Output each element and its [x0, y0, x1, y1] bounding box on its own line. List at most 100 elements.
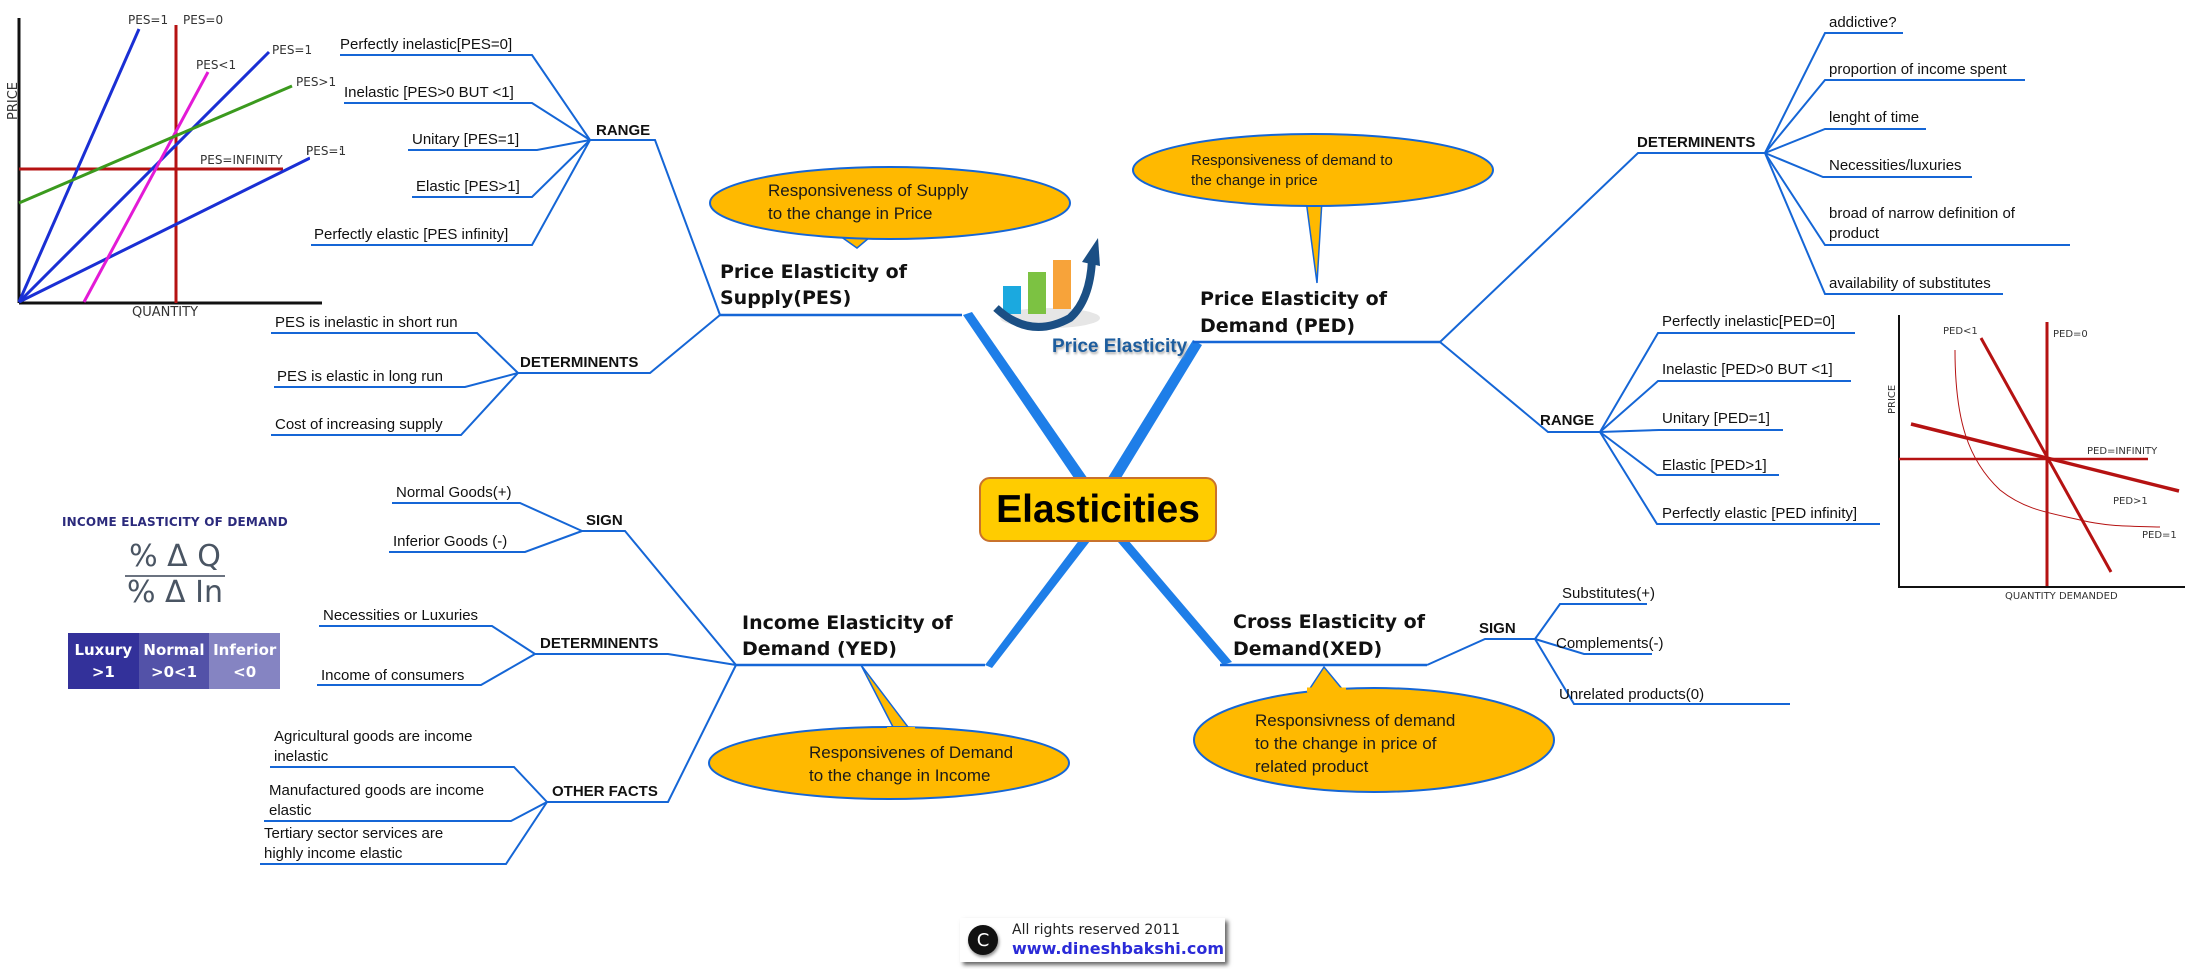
spoke-ped	[1106, 340, 1202, 483]
ped-range-item: Elastic [PED>1]	[1662, 457, 1767, 474]
ped-graph-label: PED=INFINITY	[2087, 446, 2158, 457]
pes-curve-elastic	[18, 84, 293, 205]
ped-range-label: RANGE	[1540, 412, 1594, 429]
xed-title-line2: Demand(XED)	[1233, 638, 1382, 660]
pes-graph-label: PES=1	[272, 43, 312, 57]
pes-curve-unitary-mid	[17, 50, 271, 304]
yed-class-cell: Luxury >1	[68, 633, 139, 689]
central-topic[interactable]: Elasticities	[979, 477, 1217, 542]
yed-formula-panel: INCOME ELASTICITY OF DEMAND % Δ Q % Δ In…	[60, 515, 290, 689]
yed-class-cell: Normal >0<1	[138, 633, 210, 689]
yed-other-facts-label: OTHER FACTS	[552, 783, 658, 800]
ped-range-item: Perfectly elastic [PED infinity]	[1662, 505, 1857, 522]
ped-connectors	[1193, 32, 2070, 525]
pes-determinant-item: Cost of increasing supply	[275, 416, 443, 433]
ped-title-line2: Demand (PED)	[1200, 315, 1355, 337]
pes-range-item: Perfectly inelastic[PES=0]	[340, 36, 512, 53]
rising-bar-chart-icon	[993, 238, 1100, 331]
ped-graph-label: PED=1	[2142, 530, 2177, 541]
pes-curve-inelastic	[82, 71, 210, 303]
copyright-icon: C	[968, 925, 998, 955]
yed-fact-item: Manufactured goods are income	[269, 782, 484, 799]
ped-curve-elastic	[1910, 422, 2180, 493]
spoke-pes	[963, 312, 1090, 484]
xed-bubble-line2: to the change in price of	[1255, 734, 1437, 753]
yed-class-name: Normal	[143, 641, 205, 659]
yed-formula-denominator: % Δ In	[127, 575, 223, 610]
central-spokes	[963, 312, 1232, 668]
yed-sign-item: Inferior Goods (-)	[393, 533, 507, 550]
yed-bubble-line1: Responsivenes of Demand	[809, 743, 1013, 762]
pes-bubble: Responsiveness of Supply to the change i…	[709, 166, 1071, 249]
pes-curve-unitary-flat	[18, 156, 311, 304]
yed-class-name: Luxury	[74, 641, 133, 659]
pes-range-item: Elastic [PES>1]	[416, 178, 520, 195]
pes-range-item: Perfectly elastic [PES infinity]	[314, 226, 508, 243]
xed-bubble: Responsivness of demand to the change in…	[1193, 665, 1555, 793]
pes-y-axis-label: PRICE	[6, 82, 21, 120]
yed-title-line1: Income Elasticity of	[742, 612, 953, 634]
yed-fact-item: highly income elastic	[264, 845, 403, 862]
xed-bubble-line3: related product	[1255, 757, 1369, 776]
yed-determinant-item: Necessities or Luxuries	[323, 607, 478, 624]
ped-range-item: Unitary [PED=1]	[1662, 410, 1770, 427]
xed-sign-label: SIGN	[1479, 620, 1516, 637]
yed-bubble: Responsivenes of Demand to the change in…	[708, 664, 1070, 800]
copyright-footer: C All rights reserved 2011 www.dineshbak…	[960, 918, 1225, 962]
pes-curve-unitary-steep	[17, 28, 141, 303]
yed-bubble-line2: to the change in Income	[809, 766, 990, 785]
pes-determinant-item: PES is inelastic in short run	[275, 314, 458, 331]
yed-fact-item: inelastic	[274, 748, 329, 765]
pes-graph-label: PES<1	[196, 58, 236, 72]
xed-sign-item: Substitutes(+)	[1562, 585, 1655, 602]
ped-range-item: Inelastic [PED>0 BUT <1]	[1662, 361, 1833, 378]
ped-bubble-line2: the change in price	[1191, 172, 1318, 189]
pes-graph-label: PES=INFINITY	[200, 153, 283, 167]
xed-bubble-line1: Responsivness of demand	[1255, 711, 1455, 730]
pes-graph-label: PES=1	[128, 13, 168, 27]
ped-range-item: Perfectly inelastic[PED=0]	[1662, 313, 1835, 330]
website-link[interactable]: www.dineshbakshi.com	[1012, 939, 1225, 958]
ped-determinant-item: lenght of time	[1829, 109, 1919, 126]
rights-text: All rights reserved 2011	[1012, 922, 1181, 938]
pes-graph: PES=1 PES=0 PES<1 PES=1 PES>1 PES=INFINI…	[6, 13, 346, 320]
ped-bubble: Responsiveness of demand to the change i…	[1132, 133, 1494, 284]
logo-label: Price Elasticity	[1052, 336, 1188, 357]
yed-sign-label: SIGN	[586, 512, 623, 529]
ped-title-line1: Price Elasticity of	[1200, 288, 1388, 310]
ped-y-axis-label: PRICE	[1887, 385, 1898, 414]
yed-formula-numerator: % Δ Q	[125, 541, 225, 577]
yed-class-value: >0<1	[151, 663, 198, 681]
ped-determinant-item: addictive?	[1829, 14, 1897, 31]
ped-determinant-item: availability of substitutes	[1829, 275, 1991, 292]
yed-class-name: Inferior	[213, 641, 277, 659]
xed-title-line1: Cross Elasticity of	[1233, 611, 1426, 633]
yed-classification-table: Luxury >1 Normal >0<1 Inferior <0	[68, 633, 281, 689]
ped-graph-label: PED>1	[2113, 496, 2148, 507]
spoke-yed	[985, 539, 1090, 668]
yed-class-cell: Inferior <0	[209, 633, 281, 689]
ped-x-axis-label: QUANTITY DEMANDED	[2005, 591, 2118, 602]
ped-determinant-item: proportion of income spent	[1829, 61, 2007, 78]
pes-x-axis-label: QUANTITY	[132, 305, 198, 320]
xed-connectors	[1220, 603, 1790, 705]
ped-determinants-label: DETERMINENTS	[1637, 134, 1755, 151]
pes-range-item: Inelastic [PES>0 BUT <1]	[344, 84, 514, 101]
pes-bubble-line1: Responsiveness of Supply	[768, 181, 969, 200]
ped-curve-inelastic	[1979, 337, 2113, 573]
ped-determinant-item: Necessities/luxuries	[1829, 157, 1962, 174]
pes-bubble-line2: to the change in Price	[768, 204, 932, 223]
yed-determinants-label: DETERMINENTS	[540, 635, 658, 652]
yed-title-line2: Demand (YED)	[742, 638, 897, 660]
pes-title-line1: Price Elasticity of	[720, 261, 908, 283]
pes-range-item: Unitary [PES=1]	[412, 131, 519, 148]
yed-fact-item: Agricultural goods are income	[274, 728, 472, 745]
pes-range-label: RANGE	[596, 122, 650, 139]
pes-graph-label: PES>1	[296, 75, 336, 89]
ped-determinant-item: product	[1829, 225, 1880, 242]
spoke-xed	[1118, 540, 1232, 665]
ped-determinant-item: broad of narrow definition of	[1829, 205, 2016, 222]
yed-formula-title: INCOME ELASTICITY OF DEMAND	[62, 515, 288, 529]
ped-graph-label: PED=0	[2053, 329, 2088, 340]
